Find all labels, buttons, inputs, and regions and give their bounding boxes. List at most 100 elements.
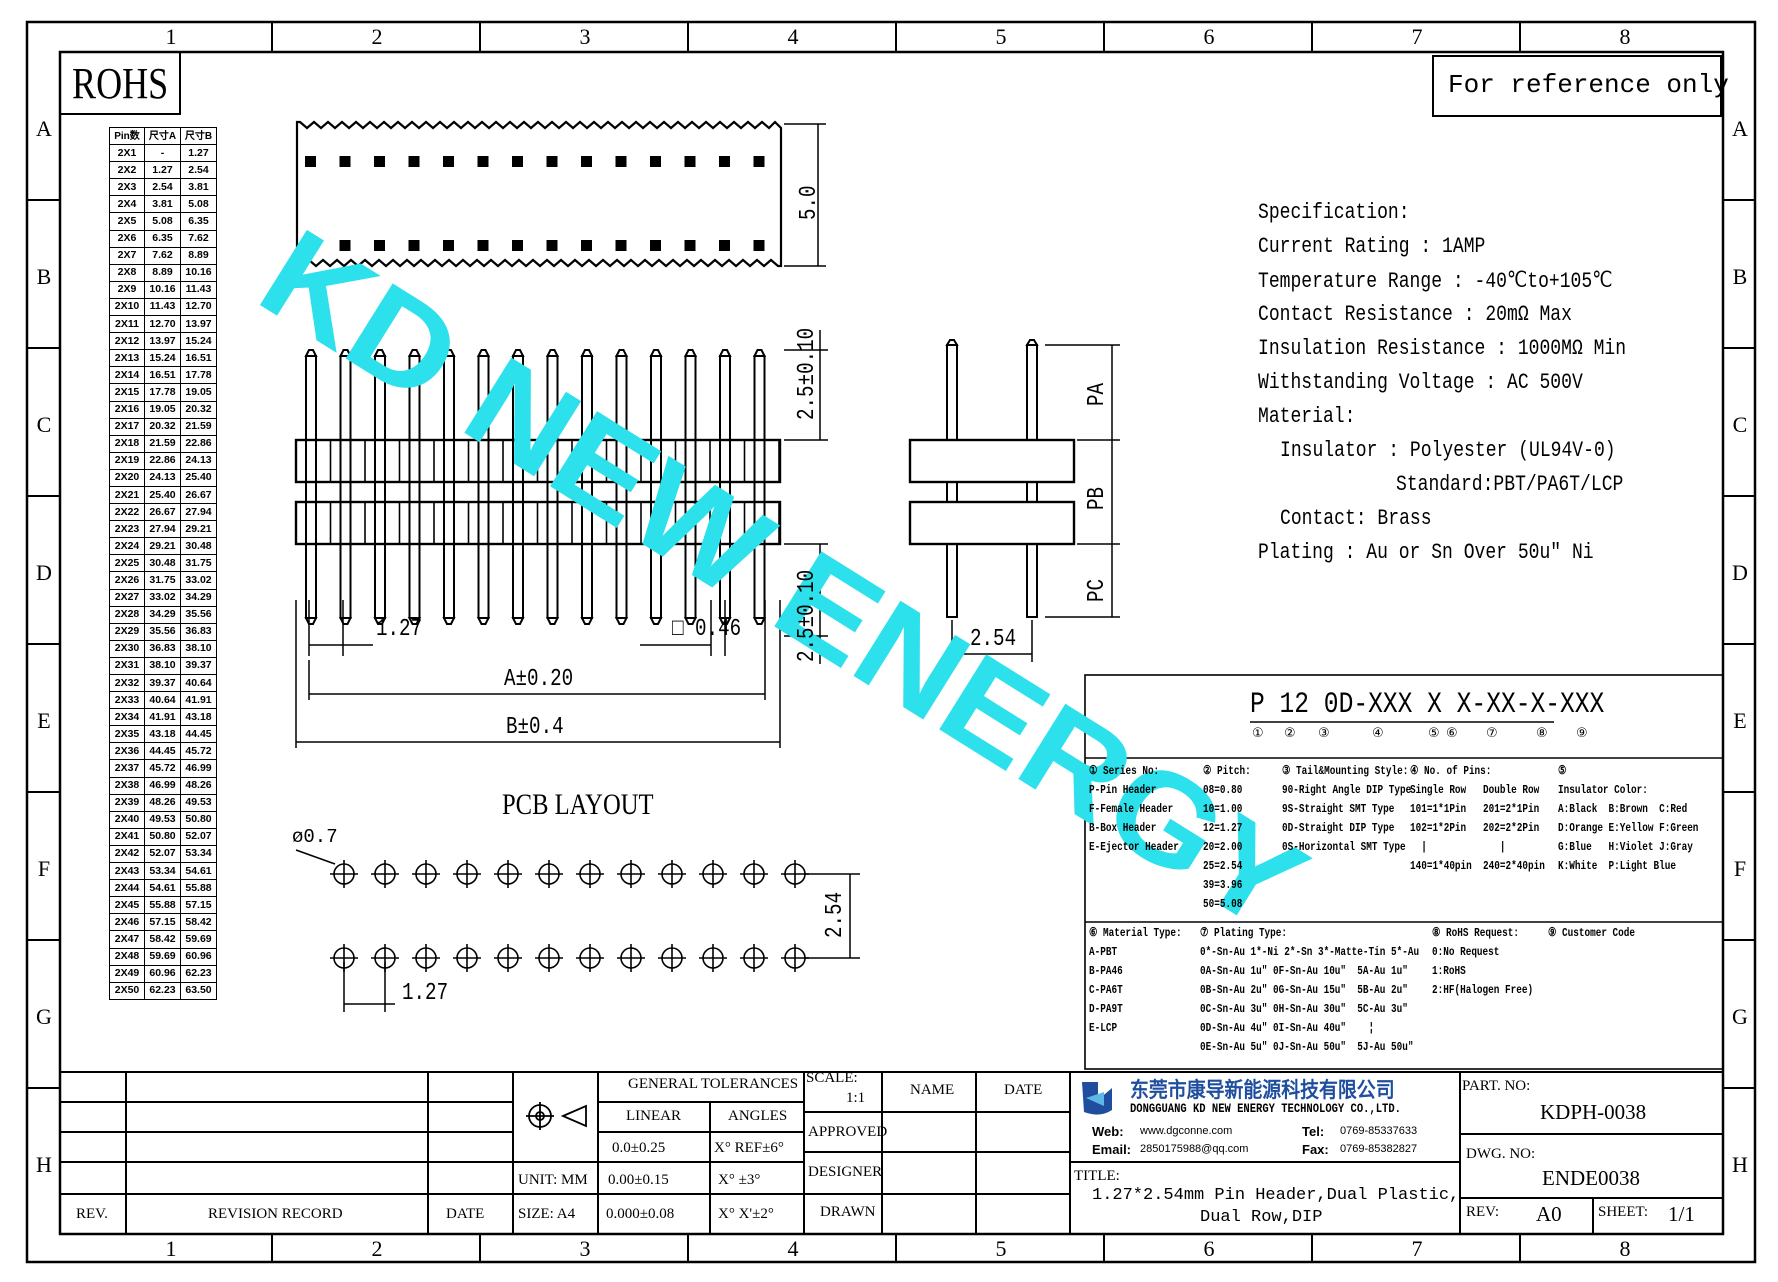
code-number: ② — [1284, 726, 1296, 741]
pin-tip — [752, 617, 767, 625]
tb-size: SIZE: A4 — [518, 1206, 576, 1222]
table-cell: 2X39 — [109, 793, 145, 812]
table-cell: 44.45 — [144, 742, 181, 761]
code-detail-line: ⑥ Material Type: — [1089, 926, 1182, 940]
pin-tip — [373, 617, 387, 625]
table-cell: 16.51 — [180, 349, 217, 368]
pin-square — [546, 240, 558, 251]
table-cell: 5.08 — [180, 195, 217, 214]
tb-angle-1: X° REF±6° — [714, 1140, 784, 1156]
table-header-row: Pin数 尺寸A 尺寸B — [109, 126, 217, 146]
pin-tip — [442, 349, 456, 357]
table-cell: 35.56 — [144, 622, 181, 641]
code-detail-line: 10=1.00 — [1203, 802, 1243, 816]
table-cell: 16.51 — [144, 366, 181, 385]
table-cell: 8.89 — [144, 263, 181, 282]
table-cell: 2X23 — [109, 520, 145, 539]
table-cell: 2X28 — [109, 605, 145, 624]
table-cell: 2X47 — [109, 930, 145, 949]
tb-unit: UNIT: MM — [518, 1172, 588, 1188]
tb-name-header: NAME — [910, 1082, 955, 1098]
table-row: 2X1-1.27 — [109, 144, 217, 163]
table-cell: 36.83 — [180, 622, 217, 641]
pin-square — [546, 156, 558, 167]
table-cell: 55.88 — [144, 896, 181, 915]
table-cell: 31.75 — [144, 571, 181, 590]
pin-square — [305, 240, 316, 251]
tb-title-line-2: Dual Row,DIP — [1200, 1208, 1323, 1227]
pin-square — [719, 156, 730, 167]
table-cell: 41.91 — [180, 691, 217, 710]
table-cell: 25.40 — [180, 468, 217, 487]
tb-scale: SCALE: — [806, 1070, 858, 1086]
table-cell: 38.10 — [180, 639, 217, 658]
table-cell: 48.26 — [144, 793, 181, 812]
table-cell: 2X50 — [109, 981, 145, 1000]
table-cell: 22.86 — [180, 434, 217, 453]
table-cell: 21.59 — [144, 434, 181, 453]
table-cell: 43.18 — [180, 708, 217, 727]
pin-square — [477, 156, 489, 167]
pin-tip — [407, 617, 422, 625]
tb-linear-3: 0.000±0.08 — [606, 1206, 675, 1222]
tb-date-header-2: DATE — [1004, 1082, 1043, 1098]
table-cell: 13.97 — [180, 315, 217, 334]
tb-rev-header: REV. — [76, 1206, 108, 1222]
table-cell: 2X32 — [109, 673, 145, 693]
dim-pb: PB — [1084, 486, 1111, 510]
pin-square — [650, 240, 661, 251]
zone-col-8: 8 — [1619, 24, 1631, 49]
table-cell: 2X1 — [109, 144, 145, 163]
pin-square — [684, 240, 696, 251]
zone-row-a-right: A — [1732, 116, 1748, 141]
code-detail-line: 50=5.08 — [1203, 897, 1243, 911]
code-detail-line: ⑦ Plating Type: — [1200, 926, 1288, 940]
zone-row-a: A — [36, 116, 52, 141]
table-cell: 40.64 — [180, 673, 217, 693]
pin-square — [615, 240, 627, 251]
code-detail-line: 9S-Straight SMT Type — [1282, 802, 1395, 816]
table-cell: 24.13 — [180, 451, 217, 470]
dim-pcb-pitch: 1.27 — [402, 980, 449, 1007]
company-email-label: Email: — [1092, 1142, 1132, 1157]
code-detail-line: G:Blue H:Violet J:Gray — [1558, 840, 1693, 854]
table-cell: 36.83 — [144, 639, 181, 658]
table-cell: 19.05 — [144, 400, 181, 419]
code-detail-line: 102=1*2Pin 202=2*2Pin — [1410, 821, 1540, 835]
dim-pa: PA — [1084, 382, 1111, 406]
pin-tip — [683, 349, 698, 357]
tb-rev-label: REV: — [1466, 1204, 1500, 1220]
tb-dwg-no: ENDE0038 — [1542, 1166, 1640, 1190]
table-cell: 5.08 — [144, 212, 181, 231]
table-cell: 45.72 — [144, 759, 181, 778]
code-detail-line: 0D-Straight DIP Type — [1282, 821, 1395, 835]
spec-insulator: Insulator : Polyester (UL94V-0) — [1280, 438, 1616, 463]
table-cell: 26.67 — [144, 503, 181, 522]
table-cell: 8.89 — [180, 246, 217, 265]
tb-angle-3: X° X'±2° — [718, 1206, 774, 1222]
table-cell: 45.72 — [180, 742, 217, 761]
table-cell: 50.80 — [180, 810, 217, 829]
table-cell: 12.70 — [144, 315, 181, 334]
table-cell: 1.27 — [180, 144, 217, 163]
zone-col-5-bottom: 5 — [995, 1236, 1007, 1261]
table-cell: 2X49 — [109, 964, 145, 983]
table-cell: 53.34 — [180, 844, 217, 864]
pin-square — [581, 240, 592, 251]
tb-title-label: TITLE: — [1074, 1168, 1120, 1184]
table-cell: 10.16 — [180, 263, 217, 282]
table-cell: 12.70 — [180, 297, 217, 317]
tb-title-line-1: 1.27*2.54mm Pin Header,Dual Plastic, — [1092, 1186, 1460, 1205]
zone-col-3: 3 — [579, 24, 591, 49]
pin-tip — [338, 349, 353, 357]
code-detail-line: 140=1*40pin 240=2*40pin — [1410, 859, 1545, 873]
